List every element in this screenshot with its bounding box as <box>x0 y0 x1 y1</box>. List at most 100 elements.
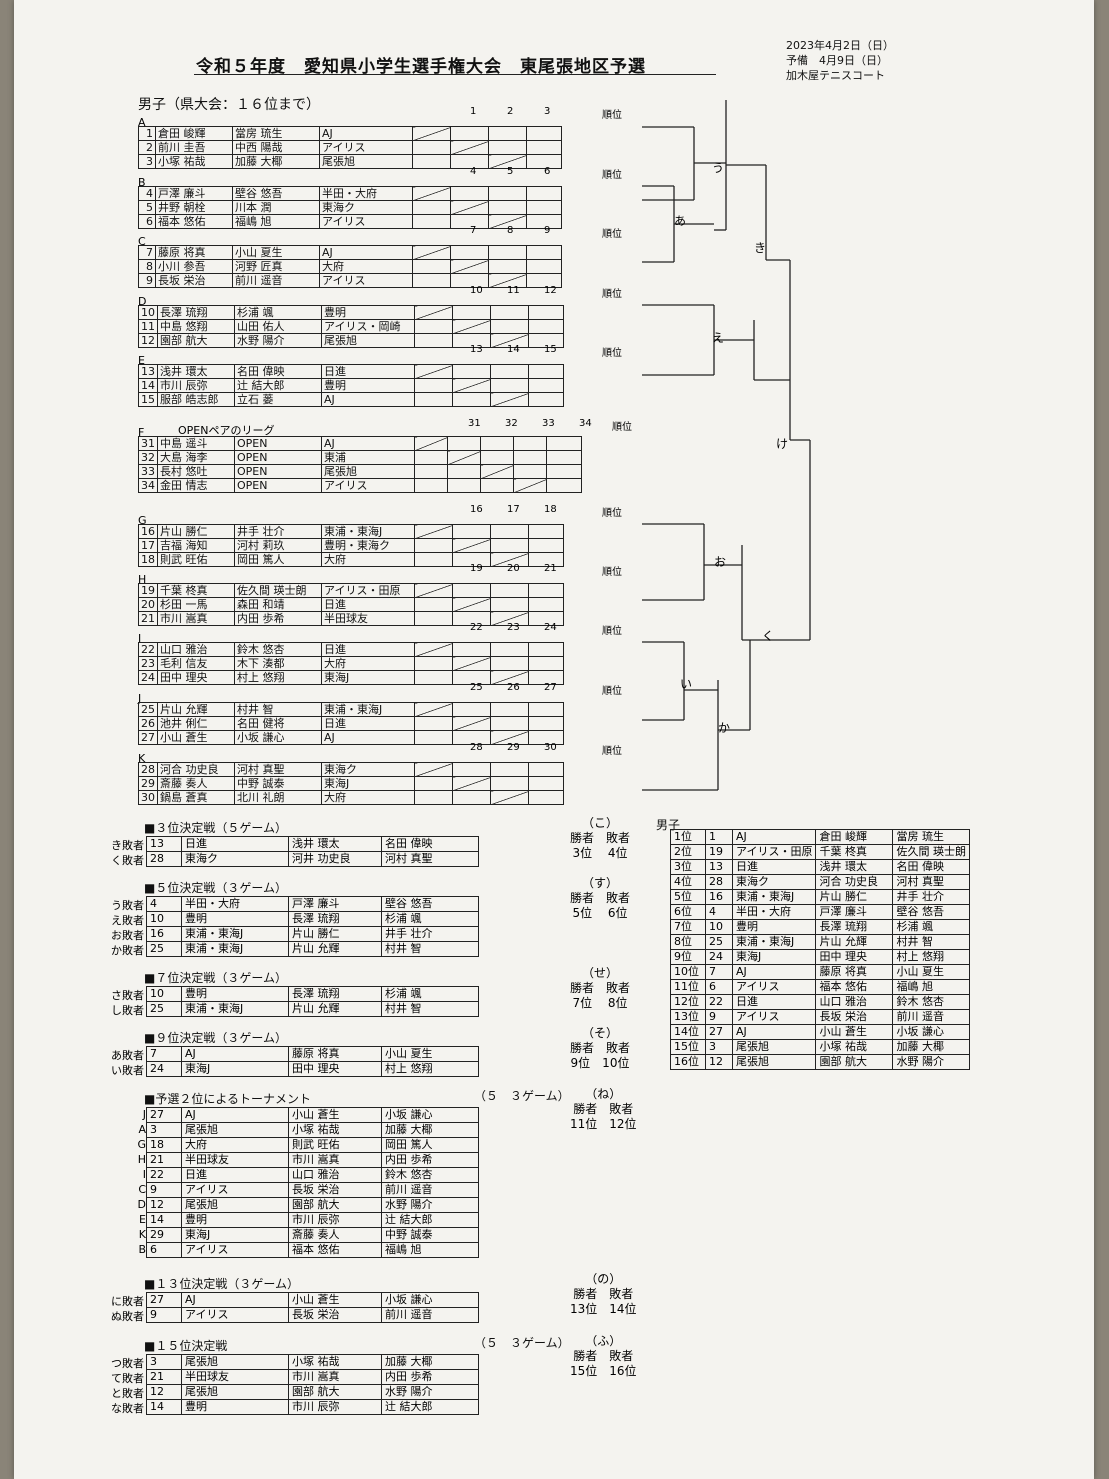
club-name: アイリス <box>731 979 817 995</box>
score-cell <box>490 583 529 598</box>
club-name: 大府 <box>321 790 415 805</box>
match-col-number: 10 <box>470 285 483 296</box>
team-number: 23 <box>138 656 158 671</box>
note-line: 3位 4位 <box>572 846 628 860</box>
score-cell <box>414 436 448 451</box>
group-label: D <box>138 295 147 308</box>
player-1: 長澤 琉翔 <box>815 919 894 935</box>
group-label: B <box>138 176 146 189</box>
rank-col-header: 順位 <box>602 348 622 359</box>
player-2: 村井 智 <box>234 702 322 717</box>
slot-label: く敗者 <box>111 854 144 867</box>
player-1: 長澤 琉翔 <box>157 305 235 320</box>
score-cell <box>414 333 453 348</box>
club-name: AJ <box>731 1024 817 1040</box>
score-cell <box>488 186 527 201</box>
match-col-number: 7 <box>470 225 477 236</box>
bracket-match-label: け <box>776 437 788 451</box>
player-1: 則武 旺佑 <box>157 552 235 567</box>
club-name: 半田・大府 <box>181 896 289 912</box>
player-1: 片山 允輝 <box>288 1001 382 1017</box>
club-name: AJ <box>181 1107 289 1123</box>
match-col-number: 9 <box>544 225 551 236</box>
player-2: 村井 智 <box>381 1001 479 1017</box>
note-line: 13位 14位 <box>570 1302 637 1316</box>
club-name: 豊明 <box>181 986 289 1002</box>
club-name: 東浦・東海J <box>321 702 415 717</box>
note-line: 勝者 敗者 <box>573 1287 634 1301</box>
player-2: 中野 誠泰 <box>381 1227 479 1243</box>
score-cell <box>414 478 448 493</box>
player-2: 小山 夏生 <box>381 1046 479 1062</box>
rank-cell <box>528 364 564 379</box>
player-1: 吉福 海知 <box>157 538 235 553</box>
score-cell <box>452 305 491 320</box>
player-2: 河野 匠真 <box>232 259 320 274</box>
score-cell <box>452 364 491 379</box>
match-col-number: 34 <box>579 418 592 429</box>
club-name: 大府 <box>321 552 415 567</box>
rank-cell <box>528 538 564 553</box>
score-cell <box>414 524 453 539</box>
rank-cell <box>528 702 564 717</box>
rank: 11位 <box>670 979 706 995</box>
club-name: アイリス <box>181 1307 289 1323</box>
player-2: 村上 悠翔 <box>234 670 322 685</box>
player-1: 市川 嵩真 <box>288 1152 382 1168</box>
team-number: 14 <box>138 378 158 393</box>
team-number: 14 <box>146 1212 182 1228</box>
player-1: 小山 蒼生 <box>815 1024 894 1040</box>
match-col-number: 25 <box>470 682 483 693</box>
score-cell <box>452 524 491 539</box>
player-1: 片山 允輝 <box>288 941 382 957</box>
club-name: 大府 <box>319 259 413 274</box>
player-1: 浅井 環太 <box>157 364 235 379</box>
rank-cell <box>528 730 564 745</box>
team-number: 27 <box>146 1292 182 1308</box>
player-1: 金田 情志 <box>157 478 235 493</box>
club-name: 尾張旭 <box>731 1039 817 1055</box>
club-name: アイリス <box>319 273 413 288</box>
rank-cell <box>546 478 582 493</box>
player-1: 藤原 将真 <box>288 1046 382 1062</box>
club-name: 日進 <box>321 364 415 379</box>
player-2: 加藤 大椰 <box>892 1039 971 1055</box>
player-1: 田中 理央 <box>157 670 235 685</box>
team-number: 28 <box>146 851 182 867</box>
score-cell <box>412 245 451 260</box>
team-number: 1 <box>705 829 733 845</box>
player-1: 福本 悠佑 <box>815 979 894 995</box>
playoff-title: ■９位決定戦（３ゲーム） <box>144 1031 287 1045</box>
team-number: 6 <box>138 214 156 229</box>
player-1: 福本 悠佑 <box>288 1242 382 1258</box>
club-name: 半田・大府 <box>731 904 817 920</box>
team-number: 21 <box>146 1152 182 1168</box>
player-2: 名田 偉映 <box>234 364 322 379</box>
playoff-title: ■３位決定戦（５ゲーム） <box>144 821 287 835</box>
game-format: （５ ３ゲーム） <box>474 1089 570 1103</box>
slot-label: と敗者 <box>111 1387 144 1400</box>
playoff-title: ■１３位決定戦（３ゲーム） <box>144 1277 299 1291</box>
club-name: 日進 <box>321 716 415 731</box>
club-name: 東浦・東海J <box>731 889 817 905</box>
game-format: （５ ３ゲーム） <box>474 1336 570 1350</box>
